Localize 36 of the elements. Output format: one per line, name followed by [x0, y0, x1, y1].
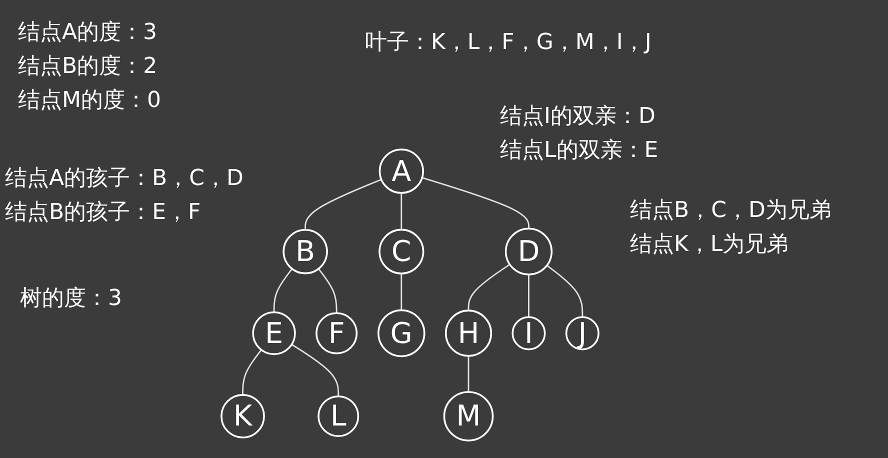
- connector: [318, 268, 338, 314]
- connector: [400, 273, 402, 310]
- node-circle: F: [316, 312, 358, 354]
- note-text: 叶子：K，L，F，G，M，I，J: [365, 30, 652, 56]
- node-circle: J: [565, 316, 600, 350]
- note-text: 结点M的度：0: [18, 88, 161, 114]
- node-circle: A: [378, 148, 424, 194]
- connector: [468, 356, 470, 392]
- connector: [291, 344, 340, 396]
- connector: [422, 176, 530, 229]
- note-text: 结点A的度：3: [18, 20, 158, 46]
- note-text: 结点K，L为兄弟: [630, 232, 789, 258]
- node-circle: B: [282, 228, 328, 274]
- node-circle: M: [443, 391, 494, 442]
- note-text: 结点B的孩子：E，F: [5, 200, 201, 226]
- node-circle: C: [378, 228, 424, 274]
- node-circle: G: [378, 309, 426, 358]
- connector: [468, 264, 510, 311]
- connector: [304, 178, 382, 230]
- note-text: 结点B的度：2: [18, 54, 158, 80]
- note-text: 结点A的孩子：B，C，D: [5, 166, 244, 192]
- node-circle: L: [318, 395, 360, 437]
- note-text: 结点B，C，D为兄弟: [630, 198, 832, 224]
- connector: [273, 268, 293, 312]
- connector: [242, 349, 262, 395]
- connector: [400, 192, 402, 230]
- connector: [546, 264, 584, 318]
- node-circle: K: [220, 394, 265, 438]
- note-text: 结点I的双亲：D: [500, 104, 656, 130]
- node-circle: H: [444, 310, 492, 357]
- node-circle: I: [512, 316, 546, 350]
- node-circle: D: [504, 228, 553, 276]
- node-circle: E: [252, 311, 296, 356]
- note-text: 树的度：3: [20, 286, 122, 312]
- note-text: 结点L的双亲：E: [500, 138, 658, 164]
- connector: [528, 274, 530, 318]
